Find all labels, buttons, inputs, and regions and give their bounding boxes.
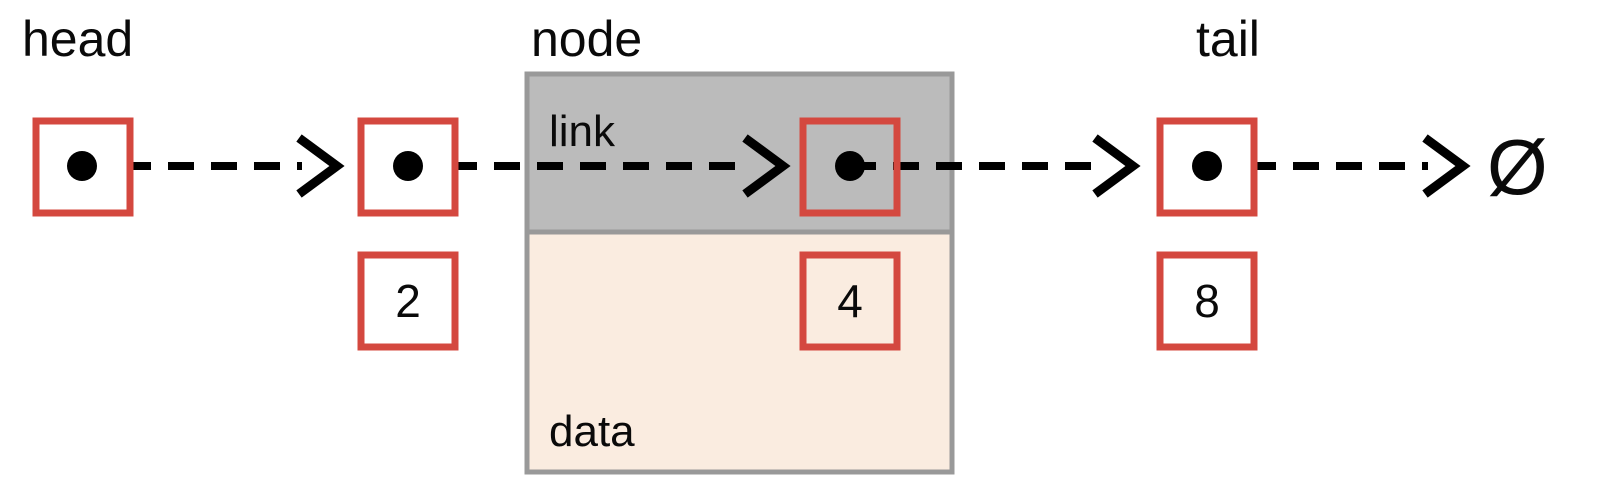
node8-data-box[interactable] bbox=[1156, 251, 1258, 351]
arrowhead-node8-to-null bbox=[1422, 134, 1471, 198]
node8-pointer-dot bbox=[1192, 151, 1222, 181]
node2-cells[interactable]: 2 bbox=[357, 117, 459, 351]
node-link-region bbox=[524, 71, 955, 235]
node-data-region bbox=[524, 229, 955, 475]
arrowhead-node2-to-node4 bbox=[742, 134, 791, 198]
head-pointer-cell[interactable] bbox=[32, 117, 134, 217]
node4-pointer-dot bbox=[835, 151, 865, 181]
node8-data-value: 8 bbox=[1194, 275, 1220, 327]
arrowhead-head-to-node2 bbox=[296, 134, 345, 198]
node4-cells[interactable]: 4 bbox=[799, 117, 901, 351]
node2-data-box[interactable] bbox=[357, 251, 459, 351]
node2-pointer-dot bbox=[393, 151, 423, 181]
node4-pointer-box[interactable] bbox=[799, 117, 901, 217]
head-label: head bbox=[22, 11, 133, 67]
link-region-label: link bbox=[549, 107, 616, 156]
node8-cells[interactable]: 8 bbox=[1156, 117, 1258, 351]
data-region-label: data bbox=[549, 407, 635, 456]
tail-label: tail bbox=[1196, 11, 1260, 67]
node4-data-value: 4 bbox=[837, 275, 863, 327]
head-pointer-dot bbox=[67, 151, 97, 181]
arrowhead-node4-to-node8 bbox=[1092, 134, 1141, 198]
arrow-heads bbox=[296, 134, 1471, 198]
null-terminator: Ø bbox=[1487, 123, 1548, 211]
node2-data-value: 2 bbox=[395, 275, 421, 327]
node-label: node bbox=[531, 11, 642, 67]
node-container bbox=[524, 71, 955, 475]
node4-data-box[interactable] bbox=[799, 251, 901, 351]
